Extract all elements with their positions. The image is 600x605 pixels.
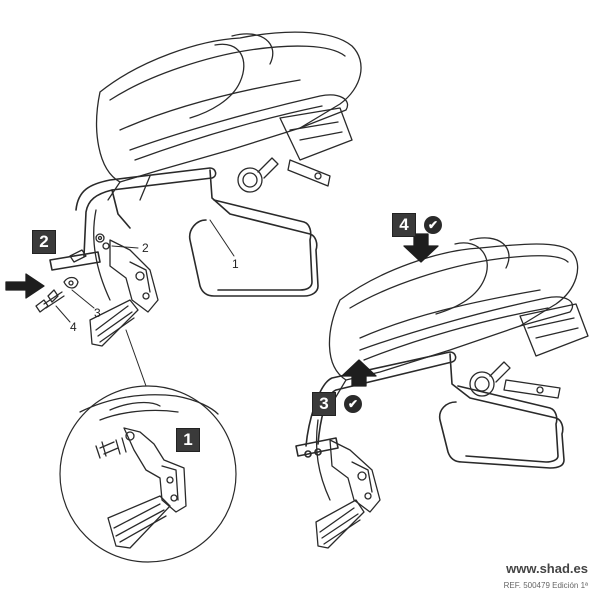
callout-number-4: 4 xyxy=(70,320,77,334)
zoom-detail-circle xyxy=(59,385,237,563)
callout-number-2: 2 xyxy=(142,241,149,255)
hardware-parts xyxy=(35,233,110,313)
insert-arrow-left xyxy=(5,273,45,299)
step-badge-3: 3 xyxy=(312,392,336,416)
zoom-connector xyxy=(125,329,147,387)
motorcycle-right xyxy=(315,237,589,549)
brand-url: www.shad.es xyxy=(506,561,588,576)
side-carrier-frame-1 xyxy=(49,167,319,297)
step-badge-2: 2 xyxy=(32,230,56,254)
lift-arrow-up xyxy=(341,359,377,387)
callout-number-1: 1 xyxy=(232,257,239,271)
check-icon: ✔ xyxy=(344,395,362,413)
callout-lines-top-left xyxy=(55,219,235,323)
push-arrow-down xyxy=(403,233,439,263)
callout-number-3: 3 xyxy=(94,306,101,320)
check-icon: ✔ xyxy=(424,216,442,234)
reference-note: REF. 500479 Edición 1ª xyxy=(503,581,588,590)
step-badge-4: 4 xyxy=(392,213,416,237)
step-badge-1: 1 xyxy=(176,428,200,452)
motorcycle-top-left xyxy=(89,31,362,347)
